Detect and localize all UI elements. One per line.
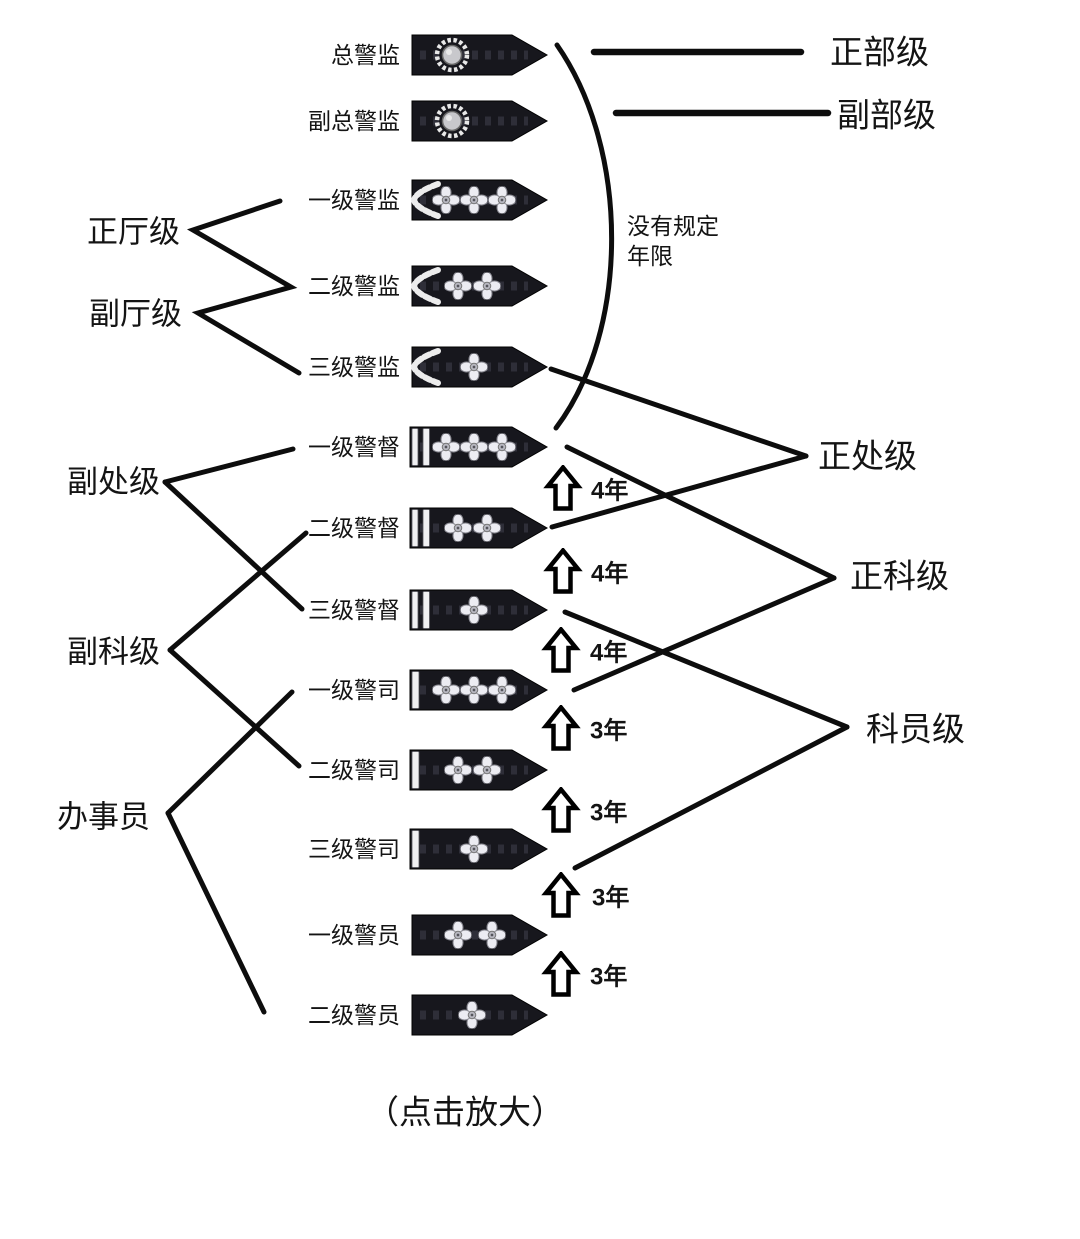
right-grade-label-1: 副部级 bbox=[837, 97, 936, 134]
line-zhengkeji-up bbox=[564, 444, 837, 581]
connector-lines bbox=[162, 42, 850, 1015]
epaulette-rank-6 bbox=[409, 507, 549, 549]
line-keyuanji-down bbox=[572, 724, 850, 871]
rank-label-0: 总警监 bbox=[331, 42, 400, 68]
line-zhengchuji-up bbox=[548, 366, 809, 459]
epaulette-rank-10 bbox=[409, 828, 549, 870]
annotations: 没有规定 年限 4年 4年 4年 3年 3年 3年 3年 bbox=[590, 213, 719, 991]
right-grade-labels: 正部级 副部级 正处级 正科级 科员级 bbox=[818, 34, 965, 748]
epaulettes bbox=[409, 34, 549, 1036]
rank-label-2: 一级警监 bbox=[308, 187, 400, 213]
left-grade-label-3: 副科级 bbox=[67, 635, 160, 670]
line-fukeji-down bbox=[167, 647, 302, 769]
epaulette-rank-7 bbox=[409, 589, 549, 631]
epaulette-rank-11 bbox=[411, 914, 549, 956]
promotion-arrow-5 bbox=[546, 875, 576, 916]
rank-label-3: 二级警监 bbox=[308, 273, 400, 299]
line-fukeji-up bbox=[167, 530, 309, 653]
epaulette-rank-12 bbox=[411, 994, 549, 1036]
rank-label-4: 三级警监 bbox=[308, 354, 400, 380]
promotion-arrow-4 bbox=[546, 790, 576, 831]
rank-label-10: 三级警司 bbox=[308, 836, 400, 862]
no-term-note-line2: 年限 bbox=[627, 243, 673, 269]
promotion-arrow-1 bbox=[548, 551, 578, 592]
epaulette-rank-2 bbox=[410, 179, 549, 221]
promotion-arrow-6 bbox=[546, 954, 576, 995]
line-zhengkeji-down bbox=[571, 575, 837, 693]
epaulette-rank-9 bbox=[409, 749, 549, 791]
left-grade-label-2: 副处级 bbox=[67, 465, 160, 500]
year-label-0: 4年 bbox=[591, 477, 628, 505]
year-label-4: 3年 bbox=[590, 799, 627, 827]
promotion-arrow-2 bbox=[546, 630, 576, 671]
line-zhengchuji-down bbox=[549, 453, 809, 530]
rank-label-7: 三级警督 bbox=[308, 597, 400, 623]
epaulette-rank-5 bbox=[409, 426, 549, 468]
epaulette-rank-3 bbox=[410, 265, 549, 307]
left-grade-label-0: 正厅级 bbox=[87, 215, 180, 250]
year-label-3: 3年 bbox=[590, 717, 627, 745]
left-grade-label-1: 副厅级 bbox=[89, 297, 182, 332]
promotion-arrow-0 bbox=[548, 468, 578, 509]
epaulette-rank-8 bbox=[409, 669, 549, 711]
right-grade-label-3: 正科级 bbox=[850, 558, 949, 595]
epaulette-rank-1 bbox=[411, 100, 549, 142]
right-grade-label-0: 正部级 bbox=[830, 34, 929, 71]
line-fuchuji-up bbox=[162, 446, 296, 485]
line-banshiyuan-down bbox=[165, 810, 267, 1015]
rank-label-12: 二级警员 bbox=[308, 1002, 400, 1028]
no-term-note-line1: 没有规定 bbox=[627, 213, 719, 239]
epaulette-rank-4 bbox=[410, 346, 549, 388]
caption-click-to-enlarge: （点击放大） bbox=[366, 1094, 564, 1131]
rank-label-1: 副总警监 bbox=[308, 108, 400, 134]
left-grade-labels: 正厅级 副厅级 副处级 副科级 办事员 bbox=[57, 215, 182, 835]
curve-no-term bbox=[553, 42, 615, 431]
line-banshiyuan-up bbox=[165, 689, 295, 816]
rank-label-6: 二级警督 bbox=[308, 515, 400, 541]
promotion-arrows bbox=[546, 468, 578, 995]
rank-label-5: 一级警督 bbox=[308, 434, 400, 460]
rank-labels: 总警监 副总警监 一级警监 二级警监 三级警监 一级警督 二级警督 三级警督 一… bbox=[308, 42, 400, 1028]
year-label-1: 4年 bbox=[591, 560, 628, 588]
line-keyuanji-up bbox=[562, 609, 850, 730]
rank-label-9: 二级警司 bbox=[308, 757, 400, 783]
right-grade-label-2: 正处级 bbox=[818, 438, 917, 475]
rank-label-8: 一级警司 bbox=[308, 677, 400, 703]
year-label-5: 3年 bbox=[592, 884, 629, 912]
epaulette-rank-0 bbox=[411, 34, 549, 76]
year-label-2: 4年 bbox=[590, 639, 627, 667]
right-grade-label-4: 科员级 bbox=[866, 711, 965, 748]
line-tingji-zigzag bbox=[186, 198, 302, 376]
year-label-6: 3年 bbox=[590, 963, 627, 991]
promotion-arrow-3 bbox=[546, 708, 576, 749]
left-grade-label-4: 办事员 bbox=[57, 800, 150, 835]
line-fuchuji-down bbox=[162, 479, 305, 612]
rank-label-11: 一级警员 bbox=[308, 922, 400, 948]
